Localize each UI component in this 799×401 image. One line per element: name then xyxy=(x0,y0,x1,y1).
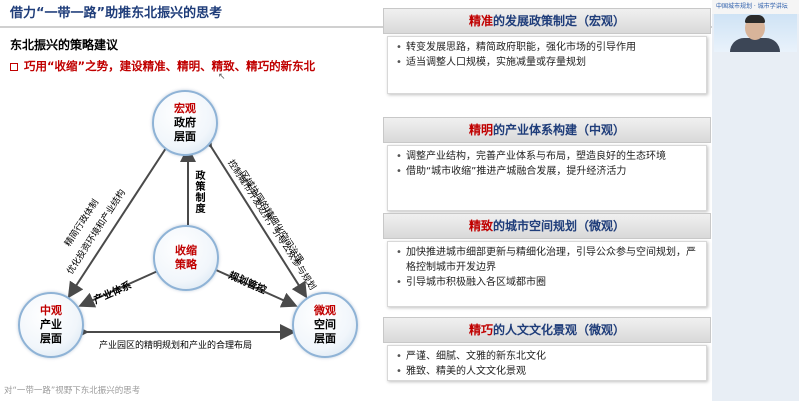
list-item: 加快推进城市细部更新与精细化治理，引导公众参与空间规划，严格控制城市开发边界 xyxy=(394,245,700,275)
top-left-connector xyxy=(67,130,182,299)
panel-header: 精巧的人文文化景观（微观） xyxy=(383,317,711,343)
panel-body: 严谨、细腻、文雅的新东北文化 雅致、精美的人文文化景观 xyxy=(387,345,707,381)
macro-government-circle: 宏观 政府 层面 xyxy=(152,90,218,156)
micro-label: 微观 xyxy=(314,304,336,317)
center-right-arrow xyxy=(215,269,298,308)
space-label: 空间 xyxy=(314,318,336,331)
government-label: 政府 xyxy=(174,116,196,129)
slide-header: 借力“一带一路”助推东北振兴的思考 xyxy=(0,0,712,28)
diagram-connectors xyxy=(67,130,308,340)
meso-industry-circle: 中观 产业 层面 xyxy=(18,292,84,358)
list-item: 适当调整人口规模，实施减量或存量规划 xyxy=(394,55,700,70)
shrink-label: 收缩 xyxy=(175,244,197,257)
industry-label: 产业 xyxy=(40,318,62,331)
panel-exquisite-culture: 精巧的人文文化景观（微观） 严谨、细腻、文雅的新东北文化 雅致、精美的人文文化景… xyxy=(383,317,711,381)
video-toolbar[interactable]: 中国城市规划 · 城市学讲坛 xyxy=(712,0,799,14)
panel-body: 加快推进城市细部更新与精细化治理，引导公众参与空间规划，严格控制城市开发边界 引… xyxy=(387,241,707,307)
panel-header: 精准的发展政策制定（宏观） xyxy=(383,8,711,34)
list-item: 调整产业结构，完善产业体系与布局，塑造良好的生态环境 xyxy=(394,149,700,164)
video-sidebar: 中国城市规划 · 城市学讲坛 xyxy=(712,0,799,401)
square-bullet-icon xyxy=(10,62,18,71)
panel-body: 调整产业结构，完善产业体系与布局，塑造良好的生态环境 借助“城市收缩”推进产城融… xyxy=(387,145,707,211)
mouse-cursor-icon: ↖ xyxy=(218,72,226,82)
section-subtitle: 东北振兴的策略建议 xyxy=(10,38,119,52)
policy-system-label: 政策制度 xyxy=(193,170,204,214)
shrink-strategy-circle: 收缩 策略 xyxy=(153,225,219,291)
list-item: 引导城市积极融入各区域都市圈 xyxy=(394,275,700,290)
slide-footer: 对“一带一路”视野下东北振兴的思考 xyxy=(4,386,141,396)
panel-header: 精明的产业体系构建（中观） xyxy=(383,117,711,143)
macro-label: 宏观 xyxy=(174,102,196,115)
strategy-label: 策略 xyxy=(175,258,197,271)
slide: 借力“一带一路”助推东北振兴的思考 东北振兴的策略建议 巧用“收缩”之势，建设精… xyxy=(0,0,712,381)
panel-body: 转变发展思路，精简政府职能，强化市场的引导作用 适当调整人口规模，实施减量或存量… xyxy=(387,36,707,94)
list-item: 借助“城市收缩”推进产城融合发展，提升经济活力 xyxy=(394,164,700,179)
strategy-diagram: 宏观 政府 层面 收缩 策略 中观 产业 层面 微观 空间 层面 政策制度 产业… xyxy=(0,80,380,380)
micro-space-circle: 微观 空间 层面 xyxy=(292,292,358,358)
list-item: 雅致、精美的人文文化景观 xyxy=(394,364,700,379)
speaker-body xyxy=(730,38,780,52)
level-label: 层面 xyxy=(40,332,62,345)
speaker-hair xyxy=(745,15,765,23)
list-item: 转变发展思路，精简政府职能，强化市场的引导作用 xyxy=(394,40,700,55)
top-right-connector xyxy=(196,130,308,299)
meso-label: 中观 xyxy=(40,304,62,317)
list-item: 严谨、细腻、文雅的新东北文化 xyxy=(394,349,700,364)
panel-precise-policy: 精准的发展政策制定（宏观） 转变发展思路，精简政府职能，强化市场的引导作用 适当… xyxy=(383,8,711,94)
speaker-video[interactable] xyxy=(714,14,797,52)
main-bullet: 巧用“收缩”之势，建设精准、精明、精致、精巧的新东北 xyxy=(10,58,315,74)
panel-header: 精致的城市空间规划（微观） xyxy=(383,213,711,239)
panel-smart-industry: 精明的产业体系构建（中观） 调整产业结构，完善产业体系与布局，塑造良好的生态环境… xyxy=(383,117,711,211)
slide-title: 借力“一带一路”助推东北振兴的思考 xyxy=(10,6,223,21)
level-label: 层面 xyxy=(174,130,196,143)
bottom-edge-text: 产业园区的精明规划和产业的合理布局 xyxy=(99,341,253,351)
main-bullet-text: 巧用“收缩”之势，建设精准、精明、精致、精巧的新东北 xyxy=(24,59,316,73)
panel-fine-space: 精致的城市空间规划（微观） 加快推进城市细部更新与精细化治理，引导公众参与空间规… xyxy=(383,213,711,307)
center-left-arrow xyxy=(78,269,161,308)
level-label: 层面 xyxy=(314,332,336,345)
